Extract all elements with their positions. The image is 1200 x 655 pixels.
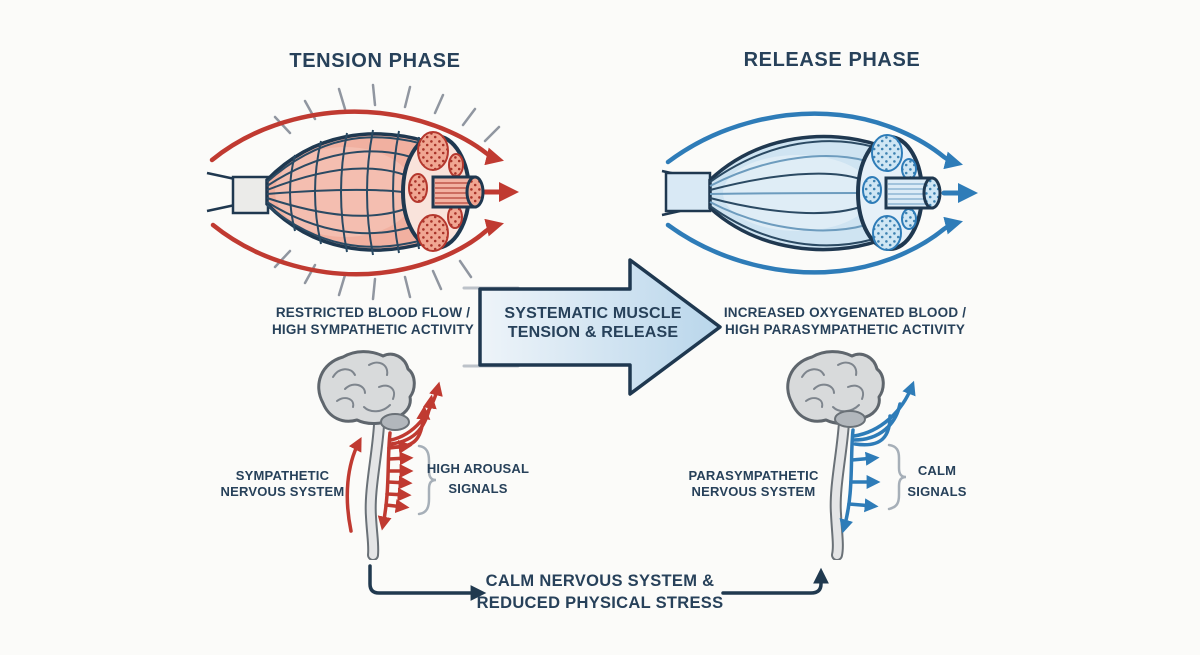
parasympathetic-label-line2: NERVOUS SYSTEM — [691, 484, 816, 499]
high-arousal-signal-arrows-icon — [345, 381, 443, 533]
parasympathetic-label: PARASYMPATHETIC NERVOUS SYSTEM — [656, 468, 851, 500]
sympathetic-label-line1: SYMPATHETIC — [235, 468, 330, 483]
brain-icon — [786, 350, 885, 428]
sympathetic-label-line2: NERVOUS SYSTEM — [220, 484, 345, 499]
brain-icon — [317, 350, 416, 431]
sympathetic-brain-illustration — [317, 350, 443, 560]
left-brace-icon — [417, 444, 437, 516]
tension-caption-line2: HIGH SYMPATHETIC ACTIVITY — [271, 322, 474, 337]
outcome-label-line2: REDUCED PHYSICAL STRESS — [476, 594, 724, 612]
tense-muscle-illustration — [206, 83, 519, 301]
high-arousal-line1: HIGH AROUSAL — [426, 461, 530, 476]
calm-signals-line1: CALM — [917, 463, 957, 478]
high-arousal-signals-label: HIGH AROUSAL SIGNALS — [420, 459, 536, 499]
release-caption: INCREASED OXYGENATED BLOOD / HIGH PARASY… — [722, 304, 968, 338]
high-arousal-line2: SIGNALS — [448, 481, 508, 496]
tendon — [206, 171, 270, 215]
release-caption-line1: INCREASED OXYGENATED BLOOD / — [723, 305, 967, 320]
parasympathetic-label-line1: PARASYMPATHETIC — [688, 468, 819, 483]
tension-caption-line1: RESTRICTED BLOOD FLOW / — [275, 305, 471, 320]
spinal-cord — [829, 416, 850, 560]
release-phase-title: RELEASE PHASE — [743, 49, 921, 71]
calm-signals-line2: SIGNALS — [907, 484, 967, 499]
muscle-fiber — [884, 176, 942, 210]
calm-signal-arrows-icon — [839, 380, 916, 534]
parasympathetic-brain-illustration — [786, 350, 916, 560]
calm-signals-label: CALM SIGNALS — [880, 460, 994, 502]
relaxed-muscle-illustration — [661, 111, 978, 275]
restricted-blood-flow-arrows-icon — [209, 109, 519, 277]
outcome-label: CALM NERVOUS SYSTEM & REDUCED PHYSICAL S… — [420, 570, 780, 614]
contracted-muscle-belly — [265, 129, 427, 256]
muscle-fiber — [431, 175, 485, 209]
center-arrow-label-line1: SYSTEMATIC MUSCLE — [504, 305, 682, 322]
outcome-connector-arrows-icon — [368, 564, 829, 601]
tendon — [661, 169, 712, 217]
tension-caption: RESTRICTED BLOOD FLOW / HIGH SYMPATHETIC… — [258, 304, 488, 338]
tension-phase-title: TENSION PHASE — [289, 50, 461, 72]
center-arrow-label: SYSTEMATIC MUSCLE TENSION & RELEASE — [468, 305, 718, 342]
release-caption-line2: HIGH PARASYMPATHETIC ACTIVITY — [724, 322, 966, 337]
oxygenated-blood-flow-arrows-icon — [665, 111, 978, 275]
center-arrow-label-line2: TENSION & RELEASE — [507, 323, 679, 341]
relaxed-muscle-belly — [708, 134, 880, 252]
right-brace-icon — [887, 443, 907, 511]
outcome-label-line1: CALM NERVOUS SYSTEM & — [485, 572, 715, 590]
center-process-arrow-icon — [462, 258, 722, 396]
spinal-cord — [364, 419, 385, 560]
tension-spikes-icon — [273, 83, 501, 301]
sympathetic-label: SYMPATHETIC NERVOUS SYSTEM — [195, 468, 370, 500]
